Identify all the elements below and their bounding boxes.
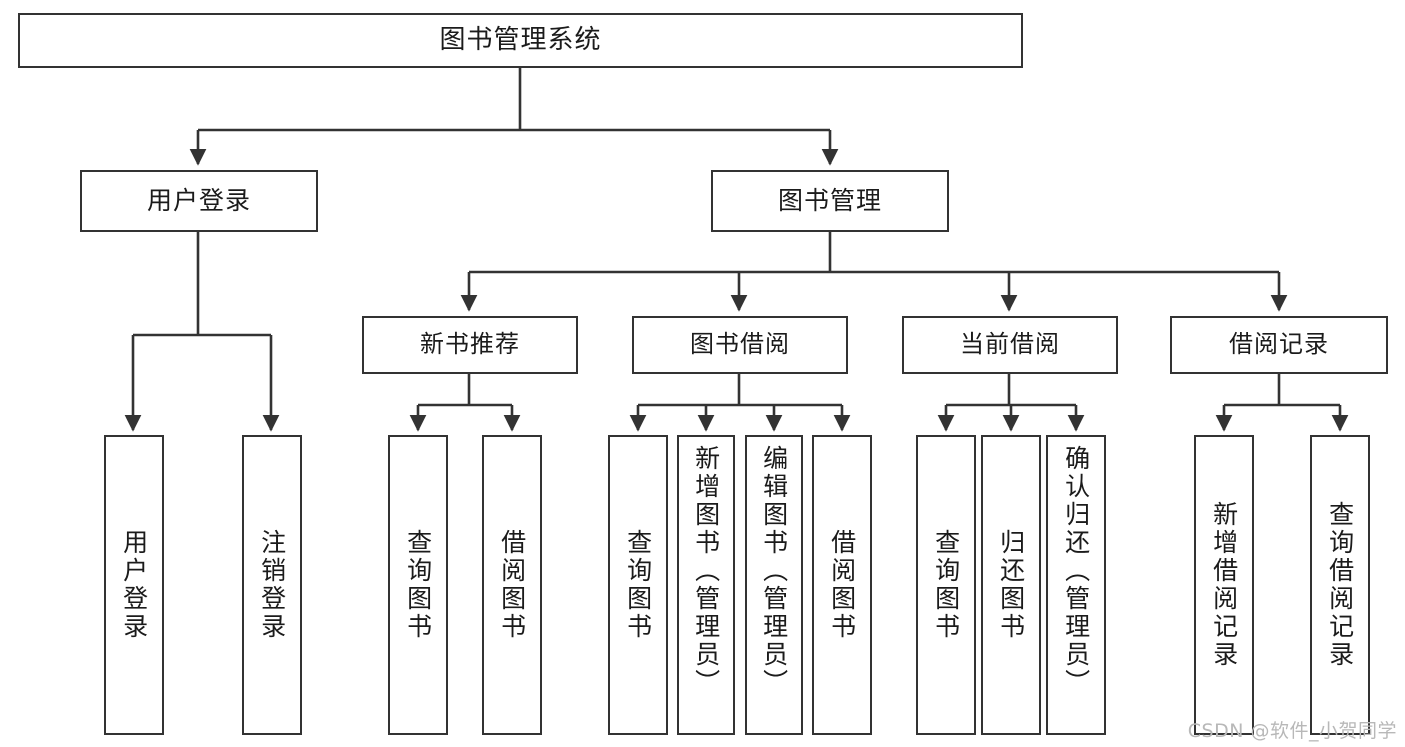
leaf-label: 编辑图书（管理员） <box>759 445 789 697</box>
node-label: 用户登录 <box>146 185 251 215</box>
node-user-login[interactable]: 用户登录 <box>80 170 318 232</box>
leaf-query-book-cur[interactable]: 查询图书 <box>916 435 976 735</box>
leaf-user-logout[interactable]: 注销登录 <box>242 435 302 735</box>
node-book-manage[interactable]: 图书管理 <box>711 170 949 232</box>
node-root-system[interactable]: 图书管理系统 <box>18 13 1023 68</box>
node-label: 当前借阅 <box>960 330 1060 359</box>
leaf-label: 查询图书 <box>931 529 961 641</box>
leaf-add-book[interactable]: 新增图书（管理员） <box>677 435 735 735</box>
leaf-label: 查询借阅记录 <box>1325 501 1355 669</box>
csdn-watermark: CSDN @软件_小贺同学 <box>1187 720 1397 742</box>
leaf-label: 借阅图书 <box>497 529 527 641</box>
leaf-label: 归还图书 <box>996 529 1026 641</box>
leaf-borrow-book-rec[interactable]: 借阅图书 <box>482 435 542 735</box>
leaf-label: 用户登录 <box>119 529 149 641</box>
leaf-label: 确认归还（管理员） <box>1061 445 1091 697</box>
leaf-query-record[interactable]: 查询借阅记录 <box>1310 435 1370 735</box>
node-borrow-record[interactable]: 借阅记录 <box>1170 316 1388 374</box>
node-label: 图书管理 <box>777 185 882 215</box>
leaf-label: 查询图书 <box>403 529 433 641</box>
leaf-confirm-return[interactable]: 确认归还（管理员） <box>1046 435 1106 735</box>
leaf-borrow-book[interactable]: 借阅图书 <box>812 435 872 735</box>
leaf-query-book-rec[interactable]: 查询图书 <box>388 435 448 735</box>
leaf-edit-book[interactable]: 编辑图书（管理员） <box>745 435 803 735</box>
node-label: 新书推荐 <box>420 330 520 359</box>
node-label: 借阅记录 <box>1229 330 1329 359</box>
leaf-label: 查询图书 <box>623 529 653 641</box>
leaf-user-login[interactable]: 用户登录 <box>104 435 164 735</box>
leaf-label: 新增图书（管理员） <box>691 445 721 697</box>
leaf-query-book-borrow[interactable]: 查询图书 <box>608 435 668 735</box>
leaf-label: 注销登录 <box>257 529 287 641</box>
leaf-label: 新增借阅记录 <box>1209 501 1239 669</box>
leaf-add-record[interactable]: 新增借阅记录 <box>1194 435 1254 735</box>
node-book-borrow[interactable]: 图书借阅 <box>632 316 848 374</box>
leaf-return-book[interactable]: 归还图书 <box>981 435 1041 735</box>
leaf-label: 借阅图书 <box>827 529 857 641</box>
node-new-book-rec[interactable]: 新书推荐 <box>362 316 578 374</box>
node-label: 图书管理系统 <box>439 24 602 55</box>
node-label: 图书借阅 <box>690 330 790 359</box>
node-current-borrow[interactable]: 当前借阅 <box>902 316 1118 374</box>
